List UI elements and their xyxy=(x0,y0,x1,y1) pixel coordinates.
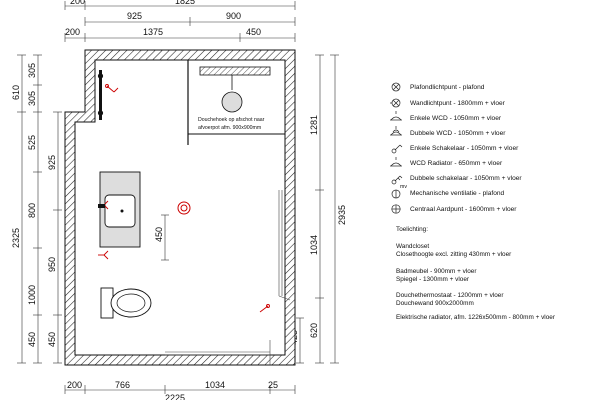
column xyxy=(99,70,102,120)
legend-label-3: Dubbele WCD - 1050mm + vloer xyxy=(410,130,506,137)
dim-right-620: 620 xyxy=(309,323,319,338)
legend-ground-point: Centraal Aardpunt - 1600mm + vloer xyxy=(391,204,517,214)
legend-ceiling-light: Plafondlichtpunt - plafond xyxy=(391,82,485,92)
dim-bottom-766: 766 xyxy=(115,380,130,390)
ventilation-point xyxy=(177,201,191,215)
notes-title: Toelichting: xyxy=(396,226,428,233)
legend-ventilation: mv Mechanische ventilatie - plafond xyxy=(391,184,505,199)
dim-bottom-1034: 1034 xyxy=(205,380,225,390)
switch-symbol-top xyxy=(105,84,119,93)
ventilation-badge: mv xyxy=(400,184,407,190)
dim-left-610: 610 xyxy=(11,85,21,100)
dim-right-1281: 1281 xyxy=(309,115,319,135)
note-spiegel: Spiegel - 1300mm + vloer xyxy=(396,276,470,283)
dim-left-525: 525 xyxy=(27,135,37,150)
bottom-dimensions xyxy=(64,385,296,394)
legend-double-outlet: Dubbele WCD - 1050mm + vloer xyxy=(390,126,506,137)
dim-right-2935: 2935 xyxy=(337,205,347,225)
notes: Toelichting: Wandcloset Closethoogte exc… xyxy=(396,226,556,321)
legend-label-1: Wandlichtpunt - 1800mm + vloer xyxy=(410,100,506,107)
dim-inside-950: 950 xyxy=(47,257,57,272)
vanity xyxy=(99,171,141,248)
legend-wall-light: Wandlichtpunt - 1800mm + vloer xyxy=(390,98,506,108)
dim-left-1000: 1000 xyxy=(27,285,37,305)
dim-top-925: 925 xyxy=(127,11,142,21)
dim-inner-450: 450 xyxy=(154,227,164,242)
legend-label-4: Enkele Schakelaar - 1050mm + vloer xyxy=(410,145,519,152)
dim-top-900: 900 xyxy=(226,11,241,21)
note-wandcloset: Wandcloset xyxy=(396,243,429,250)
outlet-symbol-left2 xyxy=(98,250,109,260)
legend-label-8: Centraal Aardpunt - 1600mm + vloer xyxy=(410,206,517,213)
top-dimensions xyxy=(64,1,296,42)
dim-bottom-2225: 2225 xyxy=(165,393,185,400)
dim-bottom-25: 25 xyxy=(268,380,278,390)
dim-top-200: 200 xyxy=(70,0,85,6)
legend-single-outlet: Enkele WCD - 1050mm + vloer xyxy=(390,111,502,122)
dim-top-1375: 1375 xyxy=(143,27,163,37)
dim-left-450: 450 xyxy=(27,332,37,347)
sink-basin xyxy=(104,194,136,228)
toilet xyxy=(100,287,152,319)
dim-top-450: 450 xyxy=(246,27,261,37)
legend-single-switch: Enkele Schakelaar - 1050mm + vloer xyxy=(391,144,519,154)
legend-radiator-outlet: WCD Radiator - 650mm + vloer xyxy=(390,157,503,167)
legend-label-0: Plafondlichtpunt - plafond xyxy=(410,84,485,91)
note-closethoogte: Closethoogte excl. zitting 430mm + vloer xyxy=(396,251,512,258)
dim-top-200b: 200 xyxy=(65,27,80,37)
left-dimensions xyxy=(17,54,62,364)
inner-dimension xyxy=(161,214,169,261)
shower-note-line1: Douchehoek op afschot naar xyxy=(198,117,265,123)
door xyxy=(165,340,271,365)
legend-label-7: Mechanische ventilatie - plafond xyxy=(410,190,505,197)
note-douchewand: Douchewand 900x2000mm xyxy=(396,300,474,307)
shower-area: Douchehoek op afschot naar afvoerpot afm… xyxy=(187,59,286,145)
shower-glass-wall xyxy=(278,190,291,301)
dim-left-800: 800 xyxy=(27,203,37,218)
dim-top-1825: 1825 xyxy=(175,0,195,6)
dim-inside-925: 925 xyxy=(47,155,57,170)
note-radiator: Elektrische radiator, afm. 1226x500mm - … xyxy=(396,314,556,321)
note-badmeubel: Badmeubel - 900mm + vloer xyxy=(396,268,477,275)
dim-left-305b: 305 xyxy=(27,91,37,106)
shower-note-line2: afvoerpot afm. 900x900mm xyxy=(198,125,261,131)
dim-left-305a: 305 xyxy=(27,63,37,78)
dim-left-2325: 2325 xyxy=(11,228,21,248)
dim-inside-450: 450 xyxy=(47,332,57,347)
legend: Plafondlichtpunt - plafond Wandlichtpunt… xyxy=(390,82,522,214)
dim-bottom-200: 200 xyxy=(67,380,82,390)
legend-double-switch: Dubbele schakelaar - 1050mm + vloer xyxy=(391,175,522,185)
shower-drain-grate xyxy=(199,66,271,76)
note-douchethermostaat: Douchethermostaat - 1200mm + vloer xyxy=(396,292,504,299)
shower-head-icon xyxy=(221,91,243,113)
legend-label-5: WCD Radiator - 650mm + vloer xyxy=(410,160,503,167)
legend-label-6: Dubbele schakelaar - 1050mm + vloer xyxy=(410,175,522,182)
legend-label-2: Enkele WCD - 1050mm + vloer xyxy=(410,115,502,122)
right-dimensions xyxy=(296,54,339,364)
dim-right-1034: 1034 xyxy=(309,235,319,255)
switch-symbol-right xyxy=(259,304,270,313)
